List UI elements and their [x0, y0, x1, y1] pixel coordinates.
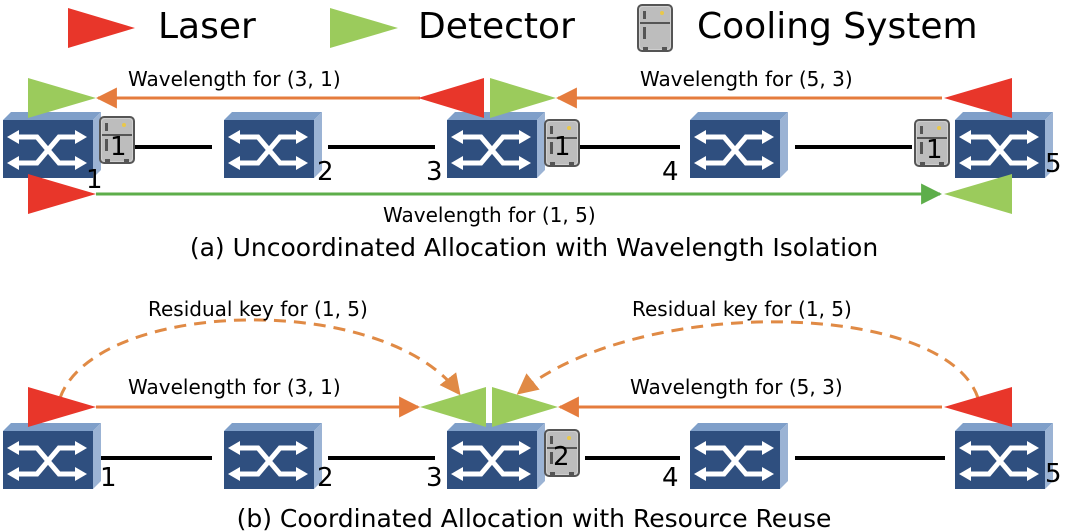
wavelength-label-3-1: Wavelength for (3, 1)	[128, 67, 341, 91]
node-label-4: 4	[662, 463, 679, 493]
detector-node-3-right	[492, 387, 558, 427]
legend-detector-label: Detector	[418, 6, 575, 47]
legend-cooling-label: Cooling System	[697, 6, 978, 47]
node-label-2: 2	[317, 157, 334, 187]
laser-node-5	[944, 387, 1012, 427]
cooling-count-node-5: 1	[926, 135, 943, 165]
switch-node-2	[224, 423, 322, 489]
caption-a: (a) Uncoordinated Allocation with Wavele…	[190, 233, 878, 262]
wavelength-label-1-5: Wavelength for (1, 5)	[383, 203, 596, 227]
laser-legend-icon	[68, 8, 135, 48]
node-label-3: 3	[426, 157, 443, 187]
switch-node-4	[690, 423, 788, 489]
wavelength-label-3-1: Wavelength for (3, 1)	[128, 375, 341, 399]
node-label-2: 2	[317, 463, 334, 493]
switch-node-3	[447, 112, 545, 178]
node-label-4: 4	[662, 157, 679, 187]
switch-node-5	[955, 423, 1053, 489]
switch-node-2	[224, 112, 322, 178]
node-label-5: 5	[1045, 149, 1062, 179]
node-label-1: 1	[100, 463, 117, 493]
detector-node-3	[490, 78, 556, 118]
switch-node-5	[955, 112, 1053, 178]
detector-node-3-left	[420, 387, 486, 427]
detector-legend-icon	[330, 8, 398, 48]
panel-a: 1 1 1 1 2 3 4 5 Wavelength for (3, 1) Wa…	[3, 67, 1062, 262]
residual-key-label-left: Residual key for (1, 5)	[148, 297, 368, 321]
cooling-count-node-3: 2	[553, 442, 570, 472]
laser-node-3	[418, 78, 484, 118]
cooling-count-node-3: 1	[554, 132, 571, 162]
laser-node-1	[28, 174, 96, 214]
node-label-5: 5	[1045, 459, 1062, 489]
wavelength-label-5-3: Wavelength for (5, 3)	[640, 67, 853, 91]
refrigerator-icon	[637, 4, 673, 53]
panel-b: 2 1 2 3 4 5 Residual key for (1, 5) Resi…	[3, 297, 1062, 532]
wavelength-label-5-3: Wavelength for (5, 3)	[630, 375, 843, 399]
laser-node-1	[28, 387, 96, 427]
cooling-count-node-1: 1	[110, 132, 127, 162]
switch-node-1	[3, 423, 101, 489]
detector-node-5	[944, 174, 1012, 214]
legend-laser-label: Laser	[158, 6, 256, 47]
residual-key-arc-left	[58, 318, 461, 399]
legend: Laser Detector Cooling System	[68, 4, 978, 53]
laser-node-5	[944, 78, 1012, 118]
switch-node-3	[447, 423, 545, 489]
node-label-3: 3	[426, 463, 443, 493]
residual-key-arc-right	[516, 320, 980, 399]
caption-b: (b) Coordinated Allocation with Resource…	[237, 504, 832, 532]
node-label-1: 1	[86, 165, 103, 195]
residual-key-label-right: Residual key for (1, 5)	[632, 297, 852, 321]
switch-node-4	[690, 112, 788, 178]
detector-node-1	[28, 78, 96, 118]
